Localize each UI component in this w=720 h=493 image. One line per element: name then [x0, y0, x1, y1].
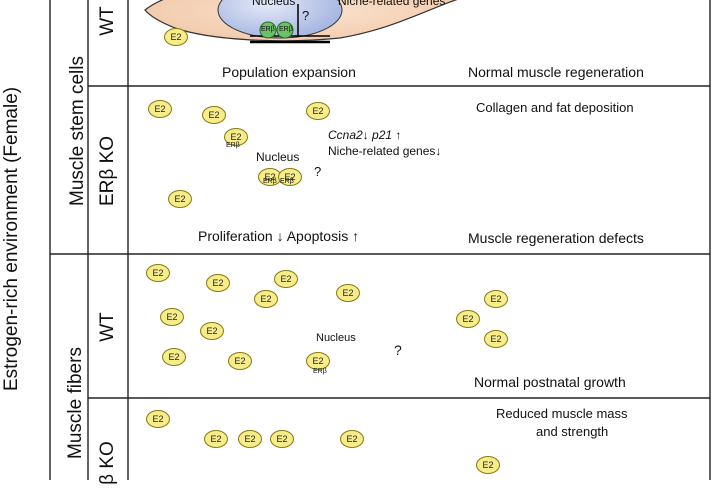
erb-ko-fiber-label: β KO	[97, 441, 118, 485]
e2-ligand: E2	[278, 168, 302, 186]
e2-ligand: E2	[224, 128, 248, 146]
e2-ligand: E2	[164, 28, 188, 46]
receptor-label: ERβ	[313, 368, 327, 375]
receptor-label: ERβ	[280, 178, 294, 185]
muscle-fibers-label: Muscle fibers	[65, 347, 86, 459]
e2-ligand: E2	[168, 190, 192, 208]
e2-ligand: E2	[206, 274, 230, 292]
e2-ligand: E2	[456, 310, 480, 328]
stem-ko-gene-line2: Niche-related genes↓	[328, 144, 442, 158]
fiber-wt-question: ?	[394, 342, 402, 358]
stem-wt-cell	[144, 0, 458, 44]
e2-ligand: E2	[306, 352, 330, 370]
stem-ko-gene-line1: Ccna2↓ p21 ↑	[328, 128, 402, 142]
e2-ligand: E2	[336, 284, 360, 302]
wt-fiber-label: WT	[97, 312, 118, 342]
e2-ligand: E2	[200, 322, 224, 340]
fiber-wt-outcome: Normal postnatal growth	[474, 374, 626, 390]
e2-ligand: E2	[162, 348, 186, 366]
environment-label: Estrogen-rich environment (Female)	[1, 86, 22, 391]
e2-ligand: E2	[228, 352, 252, 370]
erb-ko-stem-label: ERβ KO	[97, 135, 118, 207]
e2-ligand: E2	[238, 430, 262, 448]
stem-wt-genes-label: Niche-related genes	[338, 0, 446, 8]
receptor-label: ERβ	[261, 26, 275, 33]
e2-ligand: E2	[160, 308, 184, 326]
stem-ko-question: ?	[314, 164, 322, 179]
e2-ligand: E2	[484, 290, 508, 308]
e2-ligand: E2	[254, 290, 278, 308]
e2-ligand: E2	[270, 430, 294, 448]
figure: Estrogen-rich environment (Female) Muscl…	[1, 0, 711, 485]
e2-ligand: E2	[148, 100, 172, 118]
stem-ko-nucleus-label: Nucleus	[256, 150, 300, 164]
e2-ligand: E2	[274, 270, 298, 288]
stem-ko-caption: Proliferation ↓ Apoptosis ↑	[198, 228, 360, 244]
fiber-ko-outcome-line1: Reduced muscle mass	[496, 406, 628, 421]
receptor-label: ERβ	[279, 26, 293, 33]
e2-ligand: E2	[204, 430, 228, 448]
stem-wt-nucleus-label: Nucleus	[252, 0, 296, 8]
fiber-ko-outcome-line2: and strength	[536, 424, 609, 439]
e2-ligand: E2	[146, 410, 170, 428]
e2-ligand: E2	[340, 430, 364, 448]
stem-ko-deposition: Collagen and fat deposition	[476, 100, 634, 115]
receptor-label: ERβ	[226, 142, 240, 149]
fiber-wt-nucleus-label: Nucleus	[316, 332, 356, 344]
stem-ko-outcome: Muscle regeneration defects	[468, 230, 644, 246]
wt-stem-label: WT	[97, 6, 118, 36]
stem-wt-caption: Population expansion	[222, 64, 356, 80]
panel-grid	[49, 0, 711, 480]
e2-ligand: E2	[476, 456, 500, 474]
e2-ligand: E2	[484, 330, 508, 348]
e2-ligand: E2	[306, 102, 330, 120]
muscle-stem-cells-label: Muscle stem cells	[67, 56, 88, 206]
diagram-canvas	[49, 0, 711, 480]
stem-wt-question: ?	[302, 8, 310, 23]
receptor-label: ERβ	[263, 178, 277, 185]
e2-ligand: E2	[202, 106, 226, 124]
e2-ligand: E2	[146, 264, 170, 282]
stem-wt-outcome: Normal muscle regeneration	[468, 64, 644, 80]
